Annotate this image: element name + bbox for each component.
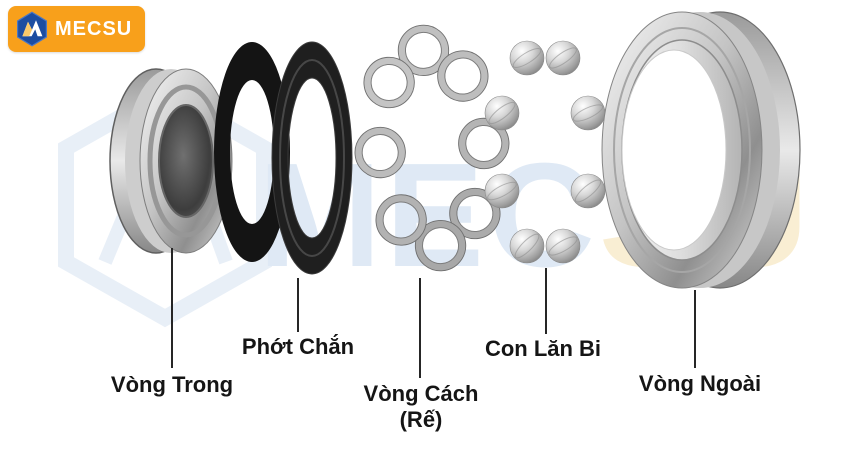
label-balls: Con Lăn Bi xyxy=(484,336,602,361)
mecsu-logo-text: MECSU xyxy=(55,17,133,40)
label-inner-ring: Vòng Trong xyxy=(110,372,234,397)
label-cage-line1: Vòng Cách xyxy=(363,381,479,406)
mecsu-logo: MECSU xyxy=(8,6,146,52)
leader-line-cage xyxy=(419,278,421,378)
label-cage: Vòng Cách (Rế) xyxy=(311,381,531,433)
outer-ring-graphic xyxy=(601,11,801,289)
seal-graphic xyxy=(214,41,353,275)
leader-line-seal xyxy=(297,278,299,332)
inner-ring-graphic xyxy=(109,68,233,254)
label-seal: Phớt Chắn xyxy=(241,334,355,359)
cage-graphic xyxy=(354,24,510,272)
label-cage-line2: (Rế) xyxy=(399,407,443,432)
leader-line-inner-ring xyxy=(171,248,173,368)
balls-graphic xyxy=(484,40,606,264)
leader-line-outer-ring xyxy=(694,290,696,368)
mecsu-hexagon-icon xyxy=(17,11,47,47)
leader-line-balls xyxy=(545,268,547,334)
label-outer-ring: Vòng Ngoài xyxy=(638,371,762,396)
